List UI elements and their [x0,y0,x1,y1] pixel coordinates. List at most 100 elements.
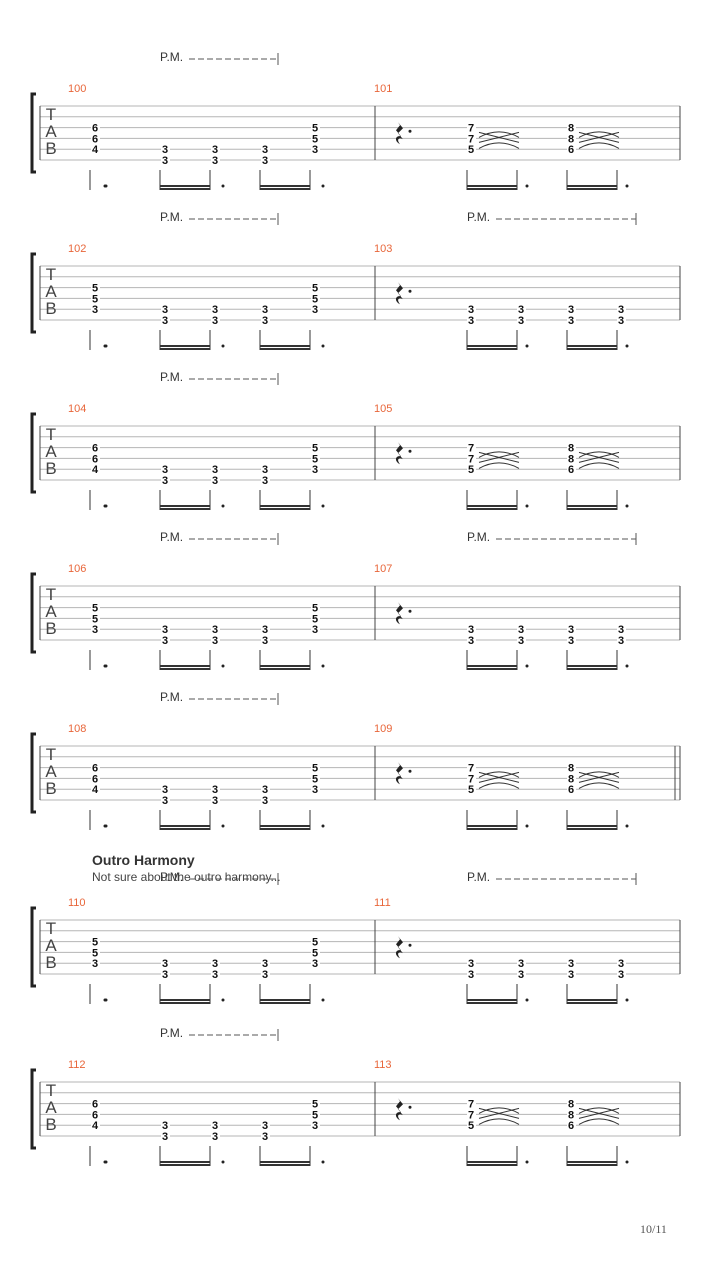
fret-mask [161,795,170,805]
fret-number: 7 [468,763,474,775]
fret-mask [91,464,100,475]
harmony-cross [578,1107,620,1119]
fret-number: 6 [568,144,574,156]
fret-number: 3 [162,795,168,807]
tab-clef-letter: A [45,282,57,301]
measure-number: 105 [374,403,393,415]
fret-mask [161,475,170,485]
fret-number: 5 [92,283,98,295]
fret-mask [91,293,100,304]
fret-number: 3 [262,155,268,167]
fret-number: 3 [568,635,574,647]
tab-clef-letter: T [46,1081,56,1100]
measure-number: 100 [68,83,87,95]
fret-mask [91,1098,100,1109]
fret-mask [91,602,100,613]
fret-mask [161,1120,170,1131]
dot [103,664,107,668]
dot [525,664,529,668]
palm-mute-label: P.M. [160,690,184,704]
palm-mute-label: P.M. [160,210,184,224]
fret-number: 8 [568,763,574,775]
fret-mask [91,1120,100,1131]
fret-number: 5 [312,763,318,775]
fret-number: 3 [262,795,268,807]
fret-number: 3 [162,464,168,476]
dot [103,344,107,348]
fret-mask [617,624,626,635]
tab-clef-letter: B [45,299,56,318]
tab-clef-letter: B [45,139,56,158]
quarter-rest [395,762,403,785]
fret-mask [311,293,320,304]
fret-mask [517,635,526,645]
fret-mask [311,464,320,475]
fret-mask [161,969,170,979]
tie-arc [478,131,520,138]
fret-mask [211,969,220,979]
system-bracket [30,572,36,654]
fret-number: 3 [468,304,474,316]
dot [221,184,225,188]
quarter-rest [395,442,403,465]
fret-mask [91,304,100,315]
fret-number: 3 [618,304,624,316]
tab-clef-letter: B [45,953,56,972]
fret-mask [517,315,526,325]
fret-number: 3 [212,1131,218,1143]
dot [625,998,629,1002]
dot [103,1160,107,1164]
fret-mask [161,155,170,165]
fret-mask [567,1120,576,1131]
fret-number: 3 [212,144,218,156]
fret-number: 3 [212,624,218,636]
fret-number: 3 [212,155,218,167]
tab-clef-letter: T [46,425,56,444]
dot [625,504,629,508]
fret-number: 3 [312,1120,318,1132]
measure-number: 113 [374,1059,392,1071]
fret-number: 4 [92,1120,99,1132]
tie-arc [478,771,520,778]
tie-arc [578,1107,620,1114]
fret-number: 3 [312,464,318,476]
fret-number: 7 [468,773,474,785]
measure-number: 102 [68,243,87,255]
fret-number: 3 [618,969,624,981]
dot [525,1160,529,1164]
fret-number: 5 [312,133,318,145]
page-number: 10/11 [640,1222,667,1236]
fret-mask [261,155,270,165]
fret-number: 6 [568,1120,574,1132]
fret-mask [211,315,220,325]
fret-number: 5 [92,947,98,959]
fret-mask [617,958,626,969]
tab-clef-letter: A [45,602,57,621]
fret-number: 3 [568,304,574,316]
harmony-cross [478,771,520,783]
fret-number: 8 [568,453,574,465]
fret-number: 3 [212,475,218,487]
fret-mask [567,635,576,645]
fret-mask [211,464,220,475]
fret-number: 3 [468,958,474,970]
fret-mask [161,784,170,795]
dot [408,449,412,453]
fret-mask [467,464,476,475]
fret-mask [311,1109,320,1120]
fret-mask [467,1109,476,1120]
fret-mask [467,144,476,155]
fret-mask [161,315,170,325]
fret-mask [311,784,320,795]
tab-clef-letter: A [45,936,57,955]
fret-number: 3 [162,155,168,167]
fret-mask [261,475,270,485]
fret-mask [261,958,270,969]
fret-mask [211,795,220,805]
fret-number: 3 [568,315,574,327]
dot [221,344,225,348]
quarter-rest [395,936,403,959]
fret-number: 7 [468,1099,474,1111]
